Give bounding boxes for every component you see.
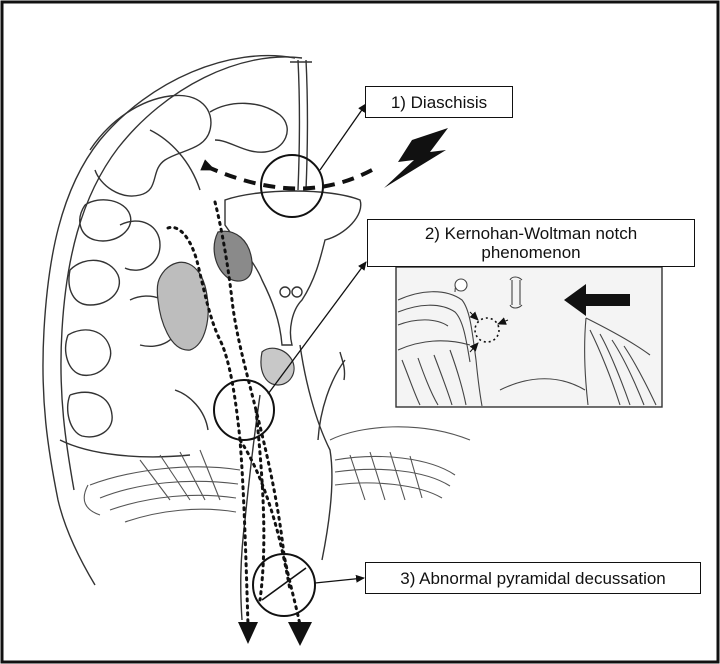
callout-diaschisis: 1) Diaschisis [365, 86, 513, 118]
notch-inset-panel [395, 266, 663, 408]
diaschisis-arc-arrow [200, 159, 373, 191]
callout-kernohan-woltman: 2) Kernohan-Woltman notch phenomenon [367, 219, 695, 267]
callout-diaschisis-text: 1) Diaschisis [390, 92, 488, 112]
tract-arrowheads [238, 622, 312, 646]
lightning-bolt [384, 128, 448, 188]
tract-arrowhead-left [238, 622, 258, 644]
callout-kernohan-line1: 2) Kernohan-Woltman notch [424, 224, 638, 243]
circle-diaschisis [260, 154, 324, 218]
shift-arrow [564, 284, 630, 316]
callout-kernohan-line2: phenomenon [481, 243, 581, 262]
falx-midline [290, 59, 312, 191]
ventricles [224, 190, 362, 346]
basal-ganglia [156, 230, 295, 386]
cerebral-hemisphere [42, 54, 303, 586]
callout-decussation: 3) Abnormal pyramidal decussation [365, 562, 701, 594]
leader-diaschisis [319, 103, 367, 171]
callout-decussation-text: 3) Abnormal pyramidal decussation [400, 568, 666, 588]
brainstem [240, 344, 346, 621]
decussation-slash [261, 567, 307, 601]
pyramidal-tracts [166, 200, 302, 627]
leader-decussation [314, 574, 365, 584]
circle-notch [213, 379, 275, 441]
leader-notch [267, 261, 367, 395]
tract-arrowhead-right [288, 622, 312, 646]
cerebellum [83, 426, 471, 523]
notch-dotted-circle [474, 317, 500, 343]
circle-decussation [252, 553, 316, 617]
